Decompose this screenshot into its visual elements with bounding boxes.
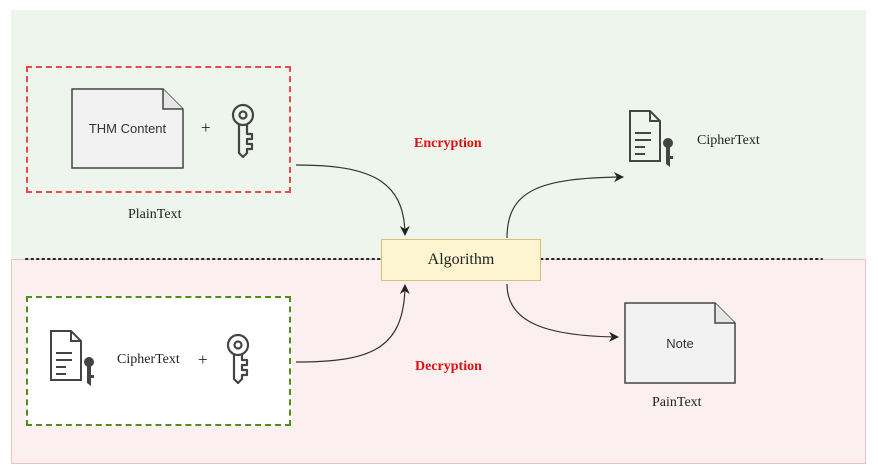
plus-sign-cipher: +: [198, 350, 208, 369]
paintext-caption: PainText: [652, 395, 702, 410]
arrow-algorithm-to-ciphertext: [506, 172, 624, 239]
note-label: Note: [666, 336, 694, 351]
encrypted-document-icon-output: [629, 110, 673, 167]
note-document-icon: [624, 302, 736, 384]
arrow-ciphertext-to-algorithm: [295, 284, 410, 363]
ciphertext-input-label: CipherText: [117, 352, 180, 367]
thm-content-label: THM Content: [88, 121, 167, 136]
arrow-plaintext-to-algorithm: [295, 164, 410, 236]
arrow-algorithm-to-plaintext: [506, 283, 619, 342]
plus-sign: +: [201, 118, 211, 137]
plaintext-group: [26, 66, 291, 193]
plaintext-caption: PlainText: [128, 207, 182, 222]
key-icon-cipher: [226, 333, 250, 385]
encryption-label: Encryption: [414, 136, 482, 151]
key-icon: [231, 103, 255, 159]
ciphertext-output-label: CipherText: [697, 133, 760, 148]
encrypted-document-icon: [50, 330, 94, 386]
algorithm-box: Algorithm: [381, 239, 541, 281]
decryption-label: Decryption: [415, 359, 482, 374]
document-icon: [71, 88, 184, 169]
